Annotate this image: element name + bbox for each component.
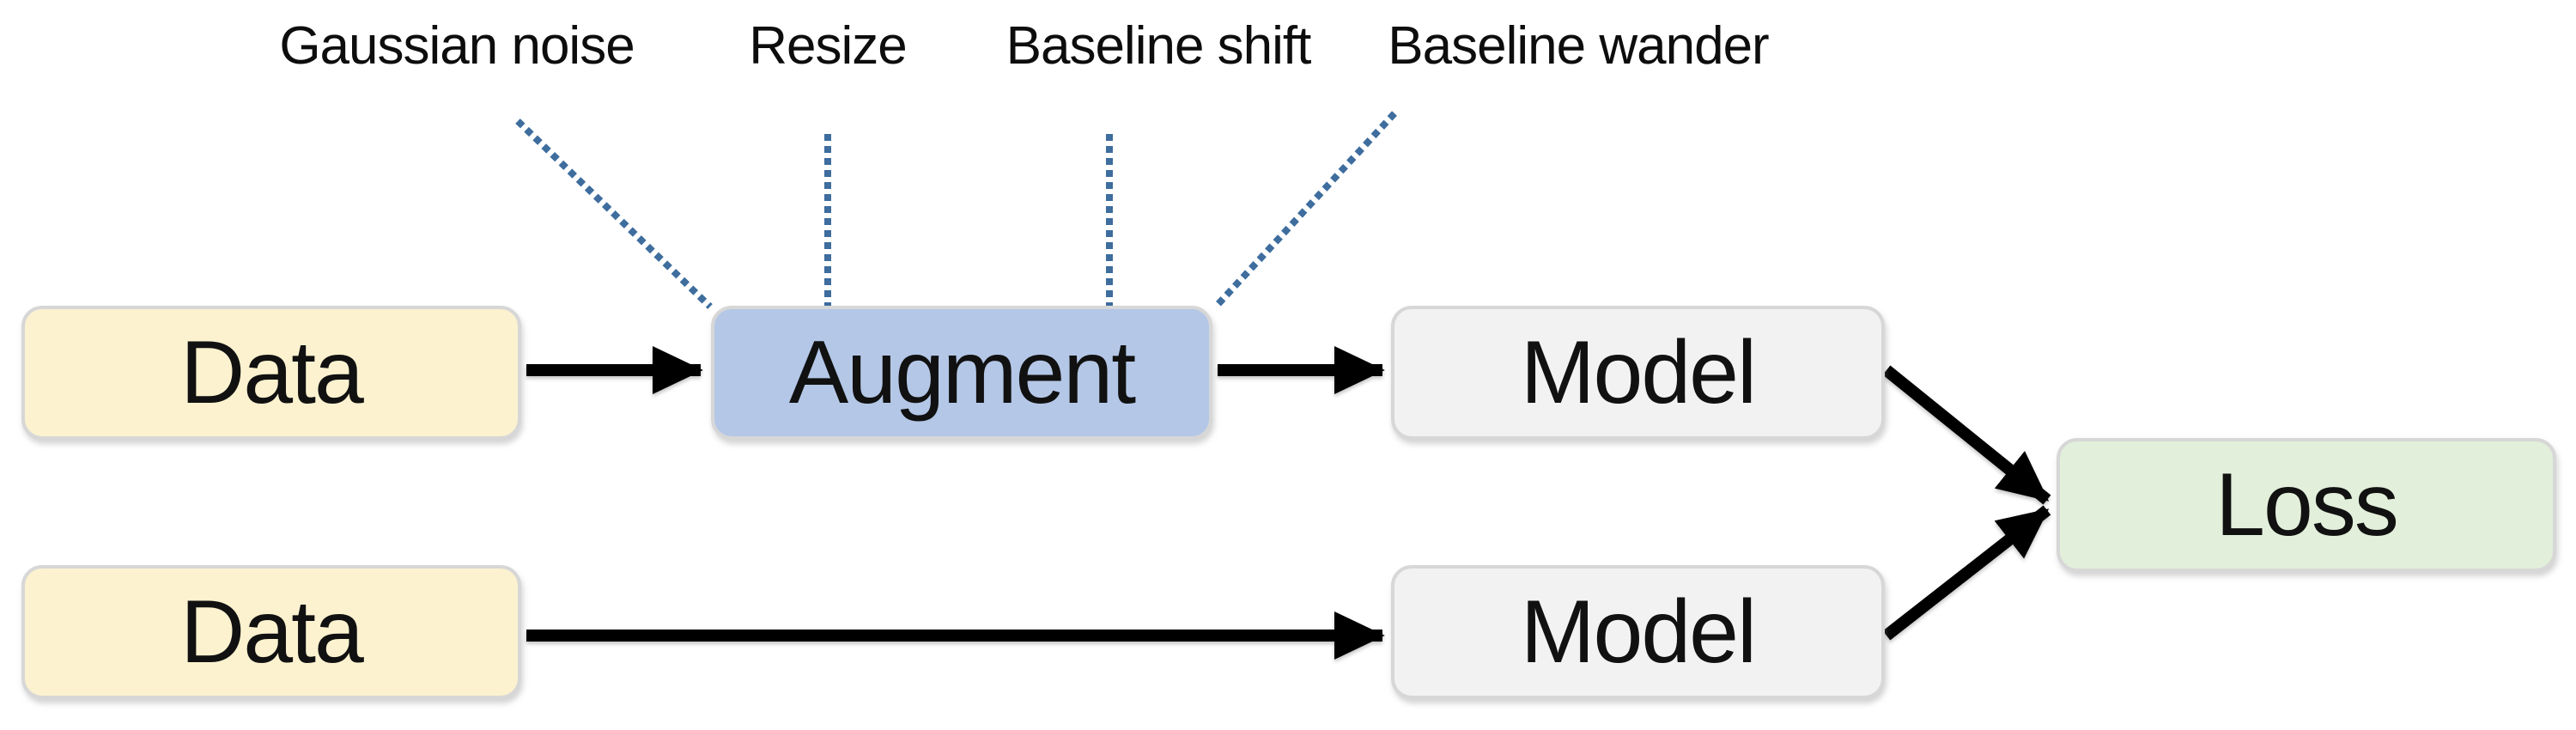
augmentation-label-resize: Resize — [749, 16, 908, 76]
augmentation-label-baseline-shift: Baseline shift — [1005, 16, 1312, 76]
model-node-top: Model — [1391, 306, 1885, 440]
augment-node: Augment — [711, 306, 1212, 440]
dotted-connector-baseline-wander — [1213, 111, 1397, 309]
data-node-bottom: Data — [21, 565, 521, 699]
loss-node: Loss — [2057, 438, 2556, 572]
data-node-top-label: Data — [180, 323, 364, 423]
arrow-model-top-to-loss — [1882, 365, 2051, 505]
loss-node-label: Loss — [2215, 455, 2399, 555]
arrow-model-bottom-to-loss — [1882, 505, 2051, 641]
data-node-bottom-label: Data — [180, 582, 364, 682]
data-node-top: Data — [21, 306, 521, 440]
augmentation-label-gaussian-noise: Gaussian noise — [279, 16, 635, 76]
model-node-bottom: Model — [1391, 565, 1885, 699]
augment-node-label: Augment — [788, 323, 1136, 423]
model-node-bottom-label: Model — [1520, 582, 1757, 682]
model-node-top-label: Model — [1520, 323, 1757, 423]
dotted-connector-gaussian-noise — [515, 119, 713, 309]
augmentation-label-baseline-wander: Baseline wander — [1388, 16, 1769, 76]
